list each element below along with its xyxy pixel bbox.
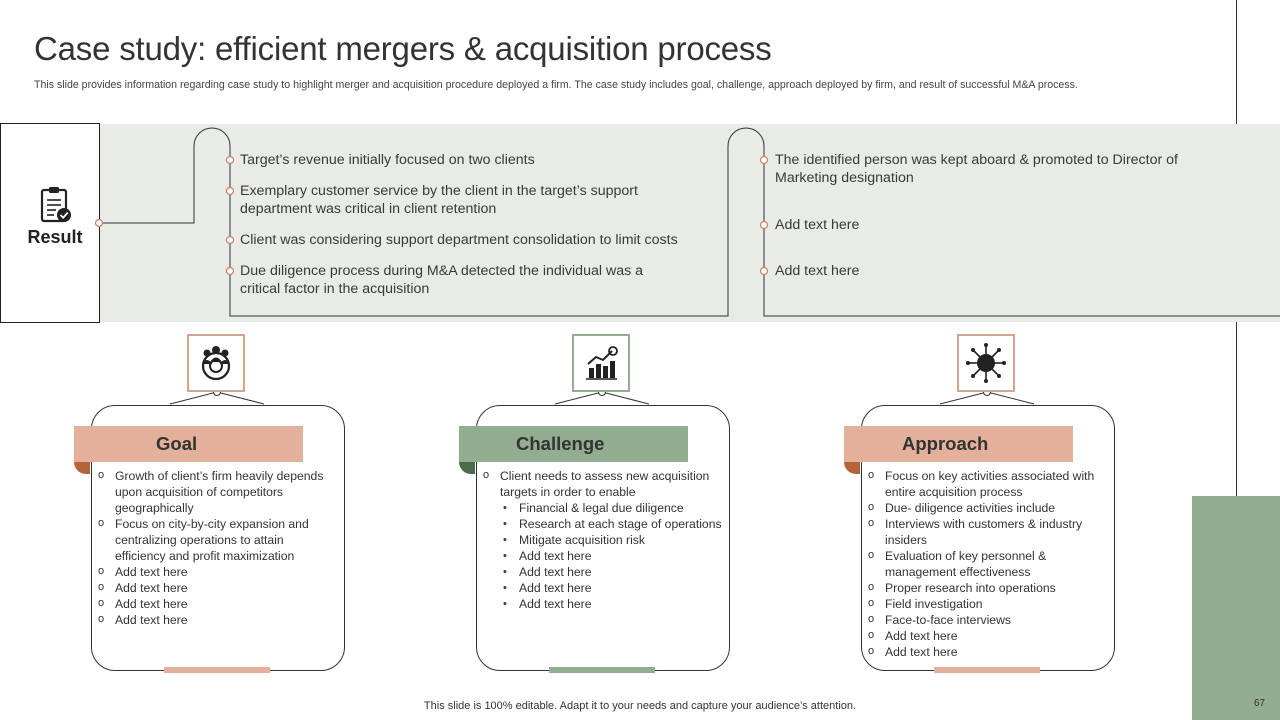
list-item: Financial & legal due diligence bbox=[481, 500, 731, 516]
list-item: Field investigation bbox=[866, 595, 1106, 612]
list-item: Add text here bbox=[481, 548, 731, 564]
result-point: The identified person was kept aboard & … bbox=[775, 152, 1178, 186]
list-item: Growth of client’s firm heavily depends … bbox=[96, 467, 336, 516]
list-item: Mitigate acquisition risk bbox=[481, 532, 731, 548]
list-item: Add text here bbox=[96, 579, 336, 596]
list-item: Focus on key activities associated with … bbox=[866, 467, 1106, 500]
growth-chart-icon bbox=[586, 346, 618, 380]
list-item: Evaluation of key personnel & management… bbox=[866, 547, 1106, 580]
goal-tab-accent bbox=[74, 462, 90, 474]
result-point: Due diligence process during M&A detecte… bbox=[240, 263, 644, 297]
list-item: Proper research into operations bbox=[866, 579, 1106, 596]
list-item: Research at each stage of operations bbox=[481, 516, 731, 532]
approach-tab-accent bbox=[844, 462, 860, 474]
gear-network-icon bbox=[966, 343, 1006, 383]
approach-icon-box bbox=[957, 334, 1015, 392]
approach-footer-accent bbox=[934, 667, 1040, 673]
list-item: Interviews with customers & industry ins… bbox=[866, 515, 1106, 548]
page-number: 67 bbox=[1254, 698, 1266, 709]
challenge-footer-accent bbox=[549, 667, 655, 673]
goal-title: Goal bbox=[74, 426, 303, 462]
team-target-icon bbox=[201, 346, 231, 381]
result-point: Add text here bbox=[775, 263, 860, 279]
slide-title: Case study: efficient mergers & acquisit… bbox=[34, 30, 772, 67]
challenge-title: Challenge bbox=[459, 426, 688, 462]
challenge-icon-box bbox=[572, 334, 630, 392]
list-item: Add text here bbox=[96, 611, 336, 628]
list-item: Add text here bbox=[866, 643, 1106, 660]
result-point: Client was considering support departmen… bbox=[240, 232, 678, 248]
list-item: Add text here bbox=[96, 595, 336, 612]
list-item: Add text here bbox=[481, 596, 731, 612]
challenge-list: Client needs to assess new acquisition t… bbox=[481, 467, 731, 612]
footer-note: This slide is 100% editable. Adapt it to… bbox=[0, 700, 1280, 712]
result-point: Target’s revenue initially focused on tw… bbox=[240, 152, 535, 168]
list-item: Client needs to assess new acquisition t… bbox=[481, 467, 731, 500]
list-item: Add text here bbox=[866, 627, 1106, 644]
list-item: Add text here bbox=[481, 580, 731, 596]
approach-list: Focus on key activities associated with … bbox=[866, 467, 1106, 660]
goal-list: Growth of client’s firm heavily depends … bbox=[96, 467, 336, 628]
goal-footer-accent bbox=[164, 667, 270, 673]
approach-title: Approach bbox=[844, 426, 1073, 462]
result-point: Exemplary customer service by the client… bbox=[240, 183, 638, 217]
list-item: Add text here bbox=[481, 564, 731, 580]
goal-icon-box bbox=[187, 334, 245, 392]
result-label: Result bbox=[27, 227, 83, 247]
list-item: Add text here bbox=[96, 563, 336, 580]
footer-text: This slide is 100% editable. Adapt it to… bbox=[423, 700, 857, 712]
list-item: Due- diligence activities include bbox=[866, 499, 1106, 516]
slide-subtitle: This slide provides information regardin… bbox=[34, 79, 1078, 91]
result-point: Add text here bbox=[775, 217, 860, 233]
result-box bbox=[0, 123, 100, 323]
clipboard-check-icon bbox=[40, 187, 71, 223]
challenge-tab-accent bbox=[459, 462, 475, 474]
list-item: Focus on city-by-city expansion and cent… bbox=[96, 515, 336, 564]
list-item: Face-to-face interviews bbox=[866, 611, 1106, 628]
decorative-green-block bbox=[1192, 496, 1280, 720]
